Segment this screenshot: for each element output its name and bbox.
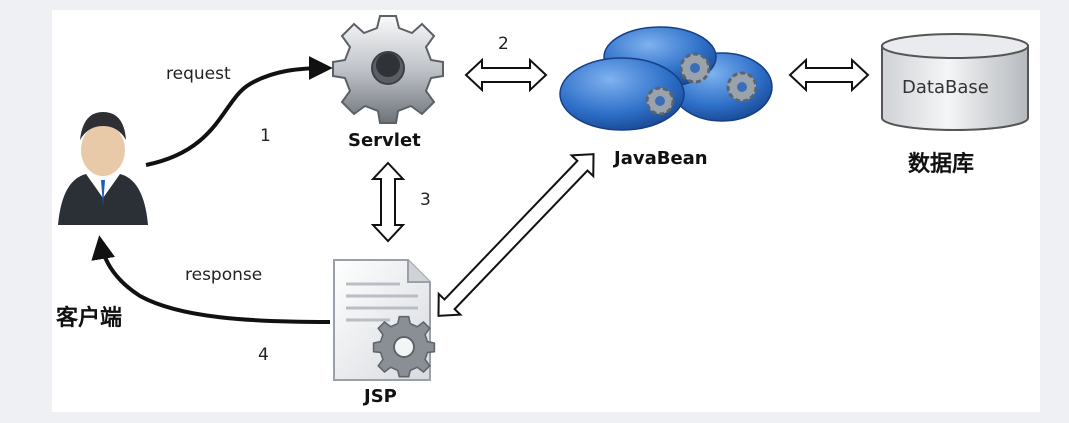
- step-4-label: 4: [258, 345, 269, 365]
- jsp-javabean-double-arrow: [437, 153, 595, 317]
- response-label: response: [185, 265, 263, 285]
- user-icon: [58, 112, 148, 225]
- database-text: DataBase: [902, 77, 989, 98]
- step-2-label: 2: [498, 34, 509, 54]
- servlet-javabean-double-arrow: [464, 57, 548, 93]
- response-arrow: [91, 235, 331, 324]
- javabean-label: JavaBean: [614, 148, 708, 169]
- step-3-label: 3: [420, 190, 431, 210]
- javabean-icon: [559, 26, 773, 131]
- request-label: request: [166, 64, 231, 84]
- servlet-gear-icon: [332, 15, 444, 124]
- servlet-label: Servlet: [348, 130, 421, 151]
- database-icon: [881, 33, 1029, 131]
- jsp-label: JSP: [364, 386, 397, 407]
- database-caption: 数据库: [908, 152, 975, 177]
- javabean-database-double-arrow: [788, 57, 870, 93]
- step-1-label: 1: [260, 126, 271, 146]
- client-label: 客户端: [56, 306, 123, 331]
- jsp-document-icon: [333, 259, 436, 381]
- servlet-jsp-double-arrow: [370, 161, 406, 243]
- request-arrow: [145, 56, 333, 167]
